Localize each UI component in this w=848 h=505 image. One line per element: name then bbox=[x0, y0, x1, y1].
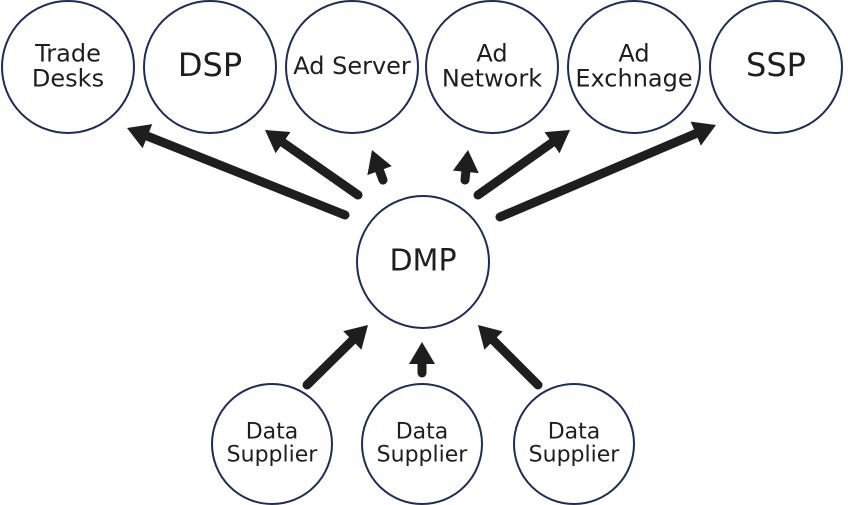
arrow-shaft bbox=[275, 135, 363, 200]
node-ssp: SSP bbox=[709, 0, 843, 134]
arrow-head-icon bbox=[544, 130, 570, 154]
arrow-shaft bbox=[139, 130, 350, 220]
node-label: Data bbox=[396, 419, 449, 444]
node-circle bbox=[361, 383, 483, 505]
node-label: Supplier bbox=[529, 443, 621, 468]
arrow-head-icon bbox=[690, 121, 716, 146]
arrow-supplier-3-to-dmp bbox=[478, 325, 543, 390]
node-label: Ad Server bbox=[293, 52, 411, 80]
node-label: DSP bbox=[178, 46, 242, 84]
arrow-head-icon bbox=[409, 342, 435, 364]
arrow-dmp-to-ssp bbox=[495, 121, 716, 222]
arrow-supplier-2-to-dmp bbox=[409, 342, 435, 378]
node-label: Desks bbox=[32, 65, 104, 93]
node-label: Exchnage bbox=[575, 65, 692, 93]
node-circle bbox=[1, 0, 135, 134]
node-circle bbox=[425, 0, 559, 134]
node-label: Data bbox=[246, 419, 299, 444]
arrow-head-icon bbox=[367, 150, 392, 176]
node-label: Supplier bbox=[377, 443, 469, 468]
arrows-layer bbox=[127, 121, 716, 390]
node-circle bbox=[513, 383, 635, 505]
arrow-shaft bbox=[486, 333, 543, 390]
arrow-shaft bbox=[495, 127, 704, 222]
node-label: Ad bbox=[476, 39, 507, 67]
arrow-head-icon bbox=[478, 325, 503, 350]
node-label: Trade bbox=[34, 39, 101, 67]
arrow-head-icon bbox=[452, 150, 479, 174]
node-circle bbox=[567, 0, 701, 134]
arrow-supplier-1-to-dmp bbox=[302, 325, 368, 390]
node-ad-server: Ad Server bbox=[285, 0, 419, 134]
arrow-dmp-to-ad-exchange bbox=[473, 130, 570, 200]
arrow-head-icon bbox=[343, 325, 368, 350]
arrow-shaft bbox=[302, 333, 360, 390]
arrow-head-icon bbox=[127, 124, 153, 149]
arrow-dmp-to-ad-server bbox=[367, 150, 392, 185]
node-circle bbox=[285, 0, 419, 134]
node-label: Ad bbox=[618, 39, 649, 67]
arrow-shaft bbox=[473, 135, 560, 200]
arrow-dmp-to-dsp bbox=[265, 130, 363, 200]
arrow-head-icon bbox=[265, 130, 291, 154]
node-circle bbox=[211, 383, 333, 505]
node-label: Network bbox=[442, 65, 542, 93]
arrow-dmp-to-trade-desks bbox=[127, 124, 350, 220]
node-label: DMP bbox=[389, 244, 456, 279]
node-circle bbox=[709, 0, 843, 134]
node-label: SSP bbox=[746, 46, 806, 84]
node-label: Data bbox=[548, 419, 601, 444]
node-dmp: DMP bbox=[356, 195, 490, 329]
node-circle bbox=[356, 195, 490, 329]
node-circle bbox=[143, 0, 277, 134]
arrow-dmp-to-ad-network bbox=[452, 150, 479, 185]
node-dsp: DSP bbox=[143, 0, 277, 134]
node-label: Supplier bbox=[227, 443, 319, 468]
